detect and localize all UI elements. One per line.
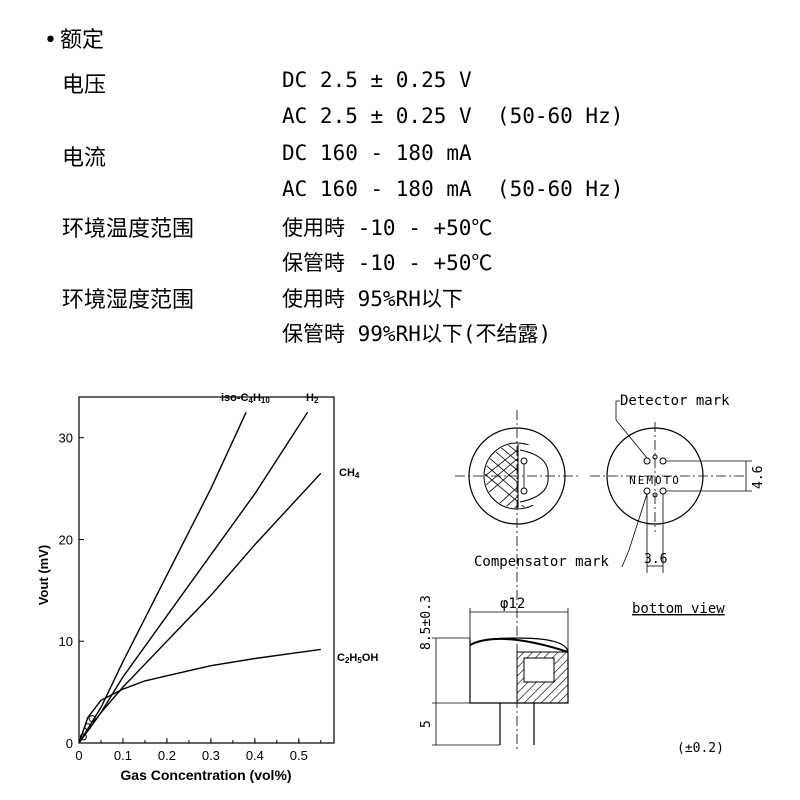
compensator-mark-label: Compensator mark: [474, 554, 609, 570]
bullet-icon: •: [44, 28, 57, 53]
data-marker: [84, 723, 92, 731]
spec-value-temp-storage: 保管時 -10 - +50℃: [282, 251, 493, 275]
spec-value-current-dc: DC 160 - 180 mA: [282, 141, 472, 165]
spec-label-current: 电流: [62, 146, 107, 171]
x-tick-label: 0.3: [202, 748, 220, 763]
series-label-ch4: CH4: [339, 467, 360, 480]
nemoto-mark: NEMOTO: [629, 474, 681, 487]
gas-sensitivity-chart: 0 0.1 0.2 0.3 0.4 0.5 0 10 20 30 Vout (mV) Gas Co…: [36, 392, 378, 783]
dim-diameter: φ12: [500, 596, 525, 612]
series-line-ch4: [78, 472, 322, 744]
spec-value-current-ac: AC 160 - 180 mA (50-60 Hz): [282, 177, 624, 201]
spec-value-humidity-storage: 保管時 99%RH以下(不结露): [282, 322, 552, 346]
spec-value-voltage-ac: AC 2.5 ± 0.25 V (50-60 Hz): [282, 104, 624, 128]
rating-spec-section: •额定 电压 DC 2.5 ± 0.25 V AC 2.5 ± 0.25 V (…: [0, 0, 800, 360]
spec-value-voltage-dc: DC 2.5 ± 0.25 V: [282, 68, 472, 92]
y-tick-label: 30: [59, 431, 73, 446]
series-label-c2h5oh: C2H5OH: [337, 652, 378, 665]
x-tick-label: 0: [75, 748, 82, 763]
y-tick-label: 20: [59, 532, 73, 547]
rating-title: 额定: [60, 28, 105, 53]
sensor-dimension-drawing: NEMOTO Detector mark Compensator mark 4.…: [419, 393, 766, 756]
spec-value-humidity-operating: 使用時 95%RH以下: [282, 287, 463, 311]
dim-4-6: 4.6: [751, 466, 766, 489]
x-tick-label: 0.2: [158, 748, 176, 763]
plot-area: [78, 396, 335, 744]
data-marker: [88, 715, 96, 723]
dim-3-6: 3.6: [644, 552, 667, 567]
y-tick-label: 0: [66, 736, 73, 751]
series-line-iso-c4h10: [78, 412, 247, 744]
y-tick-label: 10: [59, 634, 73, 649]
chart-lines: [78, 411, 322, 744]
spec-label-voltage: 电压: [62, 73, 107, 98]
chart-frame: [78, 396, 335, 744]
spec-label-humidity: 环境湿度范围: [62, 288, 195, 313]
tolerance-note: (±0.2): [677, 741, 724, 756]
x-tick-label: 0.1: [114, 748, 132, 763]
series-label-h2: H2: [306, 392, 319, 405]
series-label-iso-c4h10: iso-C4H10: [221, 392, 270, 405]
sensor-bottom-view: [590, 400, 752, 573]
data-marker: [79, 733, 87, 741]
x-tick-label: 0.5: [290, 748, 308, 763]
detector-mark-label: Detector mark: [620, 393, 730, 409]
bottom-view-label: bottom view: [632, 601, 725, 617]
y-axis-label: Vout (mV): [36, 545, 51, 605]
chart-ticks: 0 0.1 0.2 0.3 0.4 0.5 0 10 20 30: [59, 431, 322, 763]
dim-height: 8.5±0.3: [419, 595, 434, 650]
rating-heading: •额定: [44, 26, 104, 56]
x-tick-label: 0.4: [246, 748, 264, 763]
x-axis-label: Gas Concentration (vol%): [120, 767, 291, 783]
spec-label-temperature: 环境温度范围: [62, 217, 195, 242]
sensor-top-view: [455, 410, 580, 750]
dim-pin-length: 5: [419, 720, 434, 728]
spec-value-temp-operating: 使用時 -10 - +50℃: [282, 216, 493, 240]
sensor-side-view: [432, 608, 569, 746]
series-line-c2h5oh: [78, 648, 321, 744]
